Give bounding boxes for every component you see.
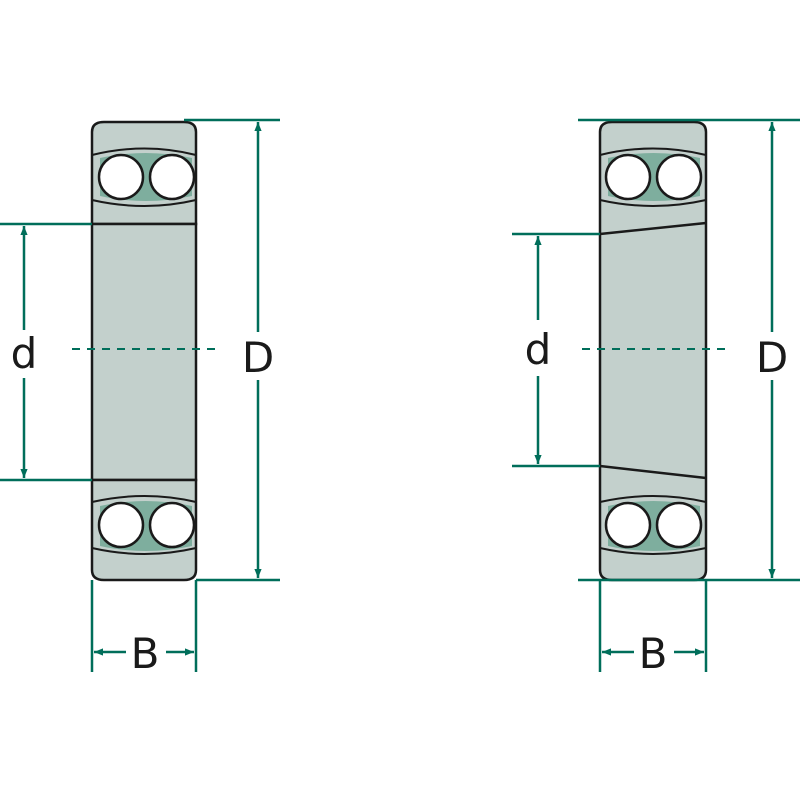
width-dimension: B	[90, 580, 198, 678]
ball	[97, 501, 145, 549]
outer-diameter-label: D	[756, 333, 788, 382]
bore-label: d	[525, 325, 552, 374]
width-label: B	[639, 629, 668, 678]
bore-section	[90, 222, 198, 482]
ball	[148, 153, 196, 201]
ball	[97, 153, 145, 201]
bore-label: d	[11, 329, 38, 378]
ball	[655, 153, 703, 201]
width-dimension: B	[598, 580, 708, 678]
outer-diameter-label: D	[242, 333, 274, 382]
outer-diameter-dimension: D	[578, 118, 800, 582]
bearing-right: d D B	[512, 118, 800, 678]
lower-ring-section	[90, 478, 198, 582]
upper-ring-section	[90, 120, 198, 226]
taper-line-lower	[599, 464, 707, 480]
taper-line-upper	[599, 221, 707, 236]
bore-dimension: d	[0, 222, 92, 482]
bearing-left: d D B	[0, 118, 280, 678]
outer-diameter-dimension: D	[184, 118, 280, 582]
width-label: B	[131, 629, 160, 678]
ball	[655, 501, 703, 549]
ball	[604, 501, 652, 549]
upper-ring-section	[599, 147, 707, 207]
ball	[148, 501, 196, 549]
ball	[604, 153, 652, 201]
bore-dimension: d	[512, 232, 600, 468]
lower-ring-section	[599, 495, 707, 555]
